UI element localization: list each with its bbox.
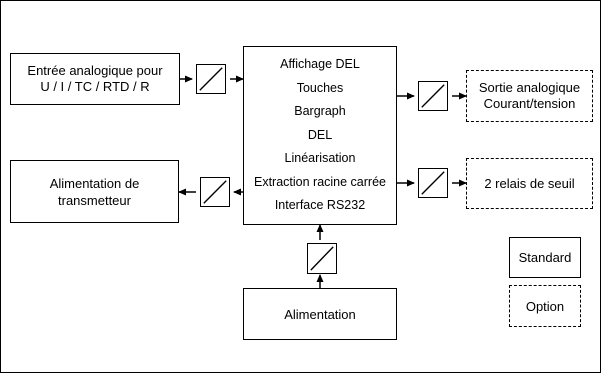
transmitter-supply-label-line2: transmetteur [58,192,131,208]
relay-label: 2 relais de seuil [484,176,575,191]
analog-input-label-line2: U / I / TC / RTD / R [40,79,150,94]
transmitter-supply-label-line1: Alimentation de [49,175,140,191]
function-rs232: Interface RS232 [274,198,366,213]
legend-standard-label: Standard [518,250,572,265]
legend-option-label: Option [525,298,565,314]
function-square-root: Extraction racine carrée [253,174,386,189]
function-led: DEL [307,127,333,142]
relay-block: 2 relais de seuil [466,158,593,209]
function-bargraph: Bargraph [294,104,346,119]
analog-input-label-line1: Entrée analogique pour [27,63,163,78]
power-supply-label: Alimentation [284,306,356,322]
function-linearisation: Linéarisation [284,151,356,166]
power-isolator-icon [307,243,337,274]
transmitter-supply-isolator-icon [200,177,230,207]
analog-output-block: Sortie analogique Courant/tension [466,70,593,122]
function-led-display: Affichage DEL [280,57,360,72]
input-isolator-icon [196,64,226,94]
analog-output-label-line2: Courant/tension [483,96,576,111]
analog-output-isolator-icon [418,81,448,111]
analog-input-block: Entrée analogique pour U / I / TC / RTD … [10,53,180,105]
relay-isolator-icon [418,168,448,198]
function-keys: Touches [296,80,344,95]
analog-output-label-line1: Sortie analogique [478,80,581,95]
power-supply-block: Alimentation [243,288,397,340]
legend-standard: Standard [509,237,581,278]
transmitter-supply-block: Alimentation de transmetteur [10,160,179,223]
central-processing-block: Affichage DEL Touches Bargraph DEL Linéa… [243,46,397,225]
central-function-list: Affichage DEL Touches Bargraph DEL Linéa… [254,53,386,218]
legend-option: Option [509,285,581,327]
